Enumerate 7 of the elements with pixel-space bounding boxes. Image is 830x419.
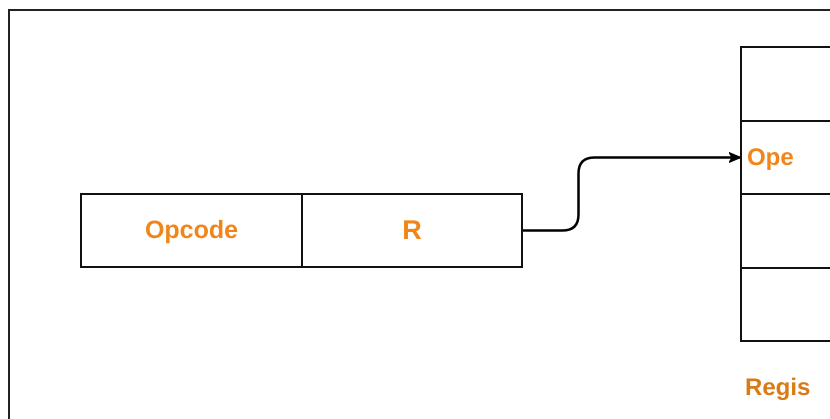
caption-label: Regis (745, 374, 810, 402)
field-label: Ope (747, 144, 794, 172)
field-cell (80, 193, 303, 268)
field-label: R (402, 215, 422, 246)
field-cell (301, 193, 523, 268)
field-label: Opcode (144, 216, 238, 245)
arrow (523, 152, 742, 232)
